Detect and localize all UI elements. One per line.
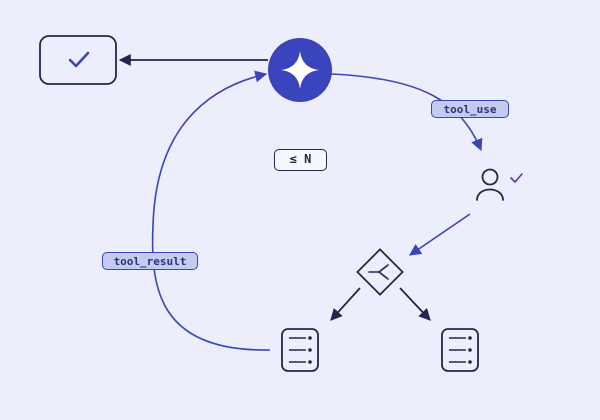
user-approval-check-icon: [510, 173, 523, 183]
list-icon: [449, 336, 472, 364]
sparkle-icon: [281, 51, 319, 89]
arrow-branch-to-tool-left: [330, 287, 361, 321]
tool-use-label: tool_use: [431, 100, 509, 118]
check-icon: [68, 51, 90, 68]
tool-right-node: [441, 328, 479, 372]
branch-node: [356, 248, 404, 296]
arrow-branch-to-tool-right: [399, 287, 431, 321]
arrow-tool-use: [330, 73, 483, 152]
tool-result-label: tool_result: [102, 252, 198, 270]
merge-fork-icon: [368, 264, 389, 280]
arrow-user-to-branch: [409, 213, 471, 256]
person-icon: [476, 168, 504, 201]
arrow-tool-result: [151, 70, 271, 351]
tool-left-node: [281, 328, 319, 372]
list-icon: [289, 336, 312, 364]
done-box: [39, 35, 117, 85]
iteration-limit-label: ≤ N: [274, 149, 327, 171]
model-node: [268, 38, 332, 102]
